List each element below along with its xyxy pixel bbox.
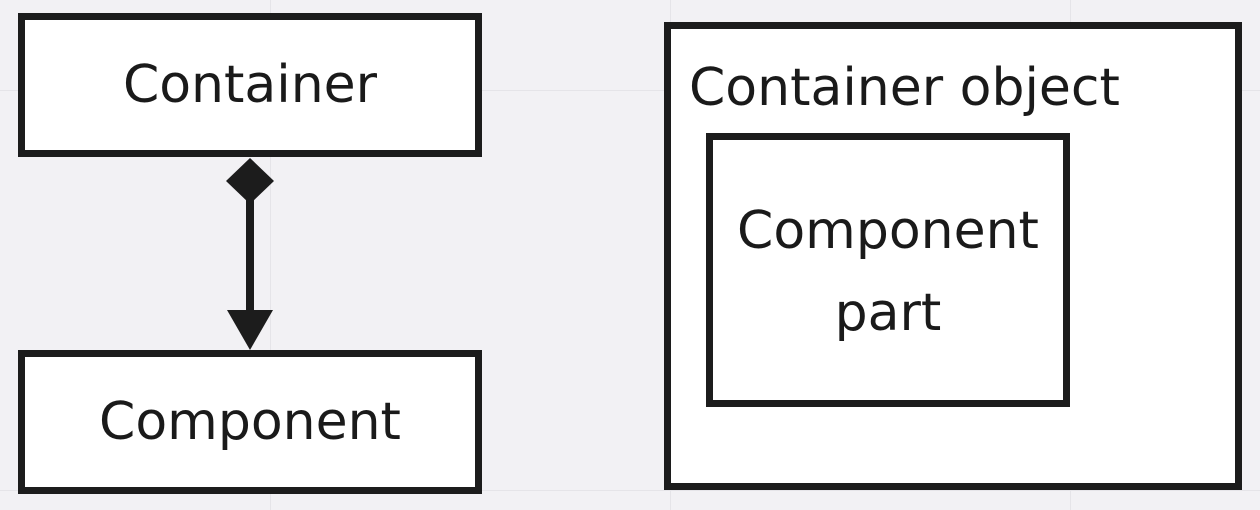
component-part-line1: Component [737,201,1039,261]
container-label: Container [122,55,378,115]
container-box[interactable]: Container [18,13,482,157]
arrowhead-icon [227,310,273,350]
component-part-line2: part [834,283,942,343]
component-part-box[interactable]: Component part [706,133,1070,407]
container-label-wrap: Container [25,20,475,150]
composition-connector [226,158,274,350]
container-object-label: Container object [689,58,1120,118]
component-label: Component [99,392,401,452]
component-label-wrap: Component [25,357,475,487]
component-part-label: Component part [713,190,1063,354]
component-box[interactable]: Component [18,350,482,494]
composition-diamond-icon [226,158,274,204]
